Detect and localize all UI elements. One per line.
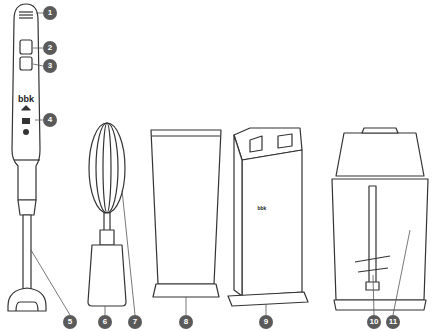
stand: [228, 128, 308, 306]
callout-number: 3: [43, 59, 57, 73]
callout-number: 2: [43, 41, 57, 55]
callout-number: 4: [43, 113, 57, 127]
callout-number: 9: [259, 315, 273, 329]
chopper: [332, 128, 428, 310]
callout-number: 6: [98, 315, 112, 329]
callout-number: 11: [386, 315, 400, 329]
whisk: [88, 123, 126, 306]
callout-number: 10: [367, 315, 381, 329]
callout-number: 1: [43, 6, 57, 20]
callout-number: 8: [179, 315, 193, 329]
leader-lines: [31, 13, 410, 315]
brand-logo: bbk: [18, 95, 34, 104]
brand-logo: bbk: [258, 206, 267, 211]
callout-number: 7: [128, 315, 142, 329]
measuring-cup: [151, 130, 221, 297]
callout-number: 5: [63, 315, 77, 329]
